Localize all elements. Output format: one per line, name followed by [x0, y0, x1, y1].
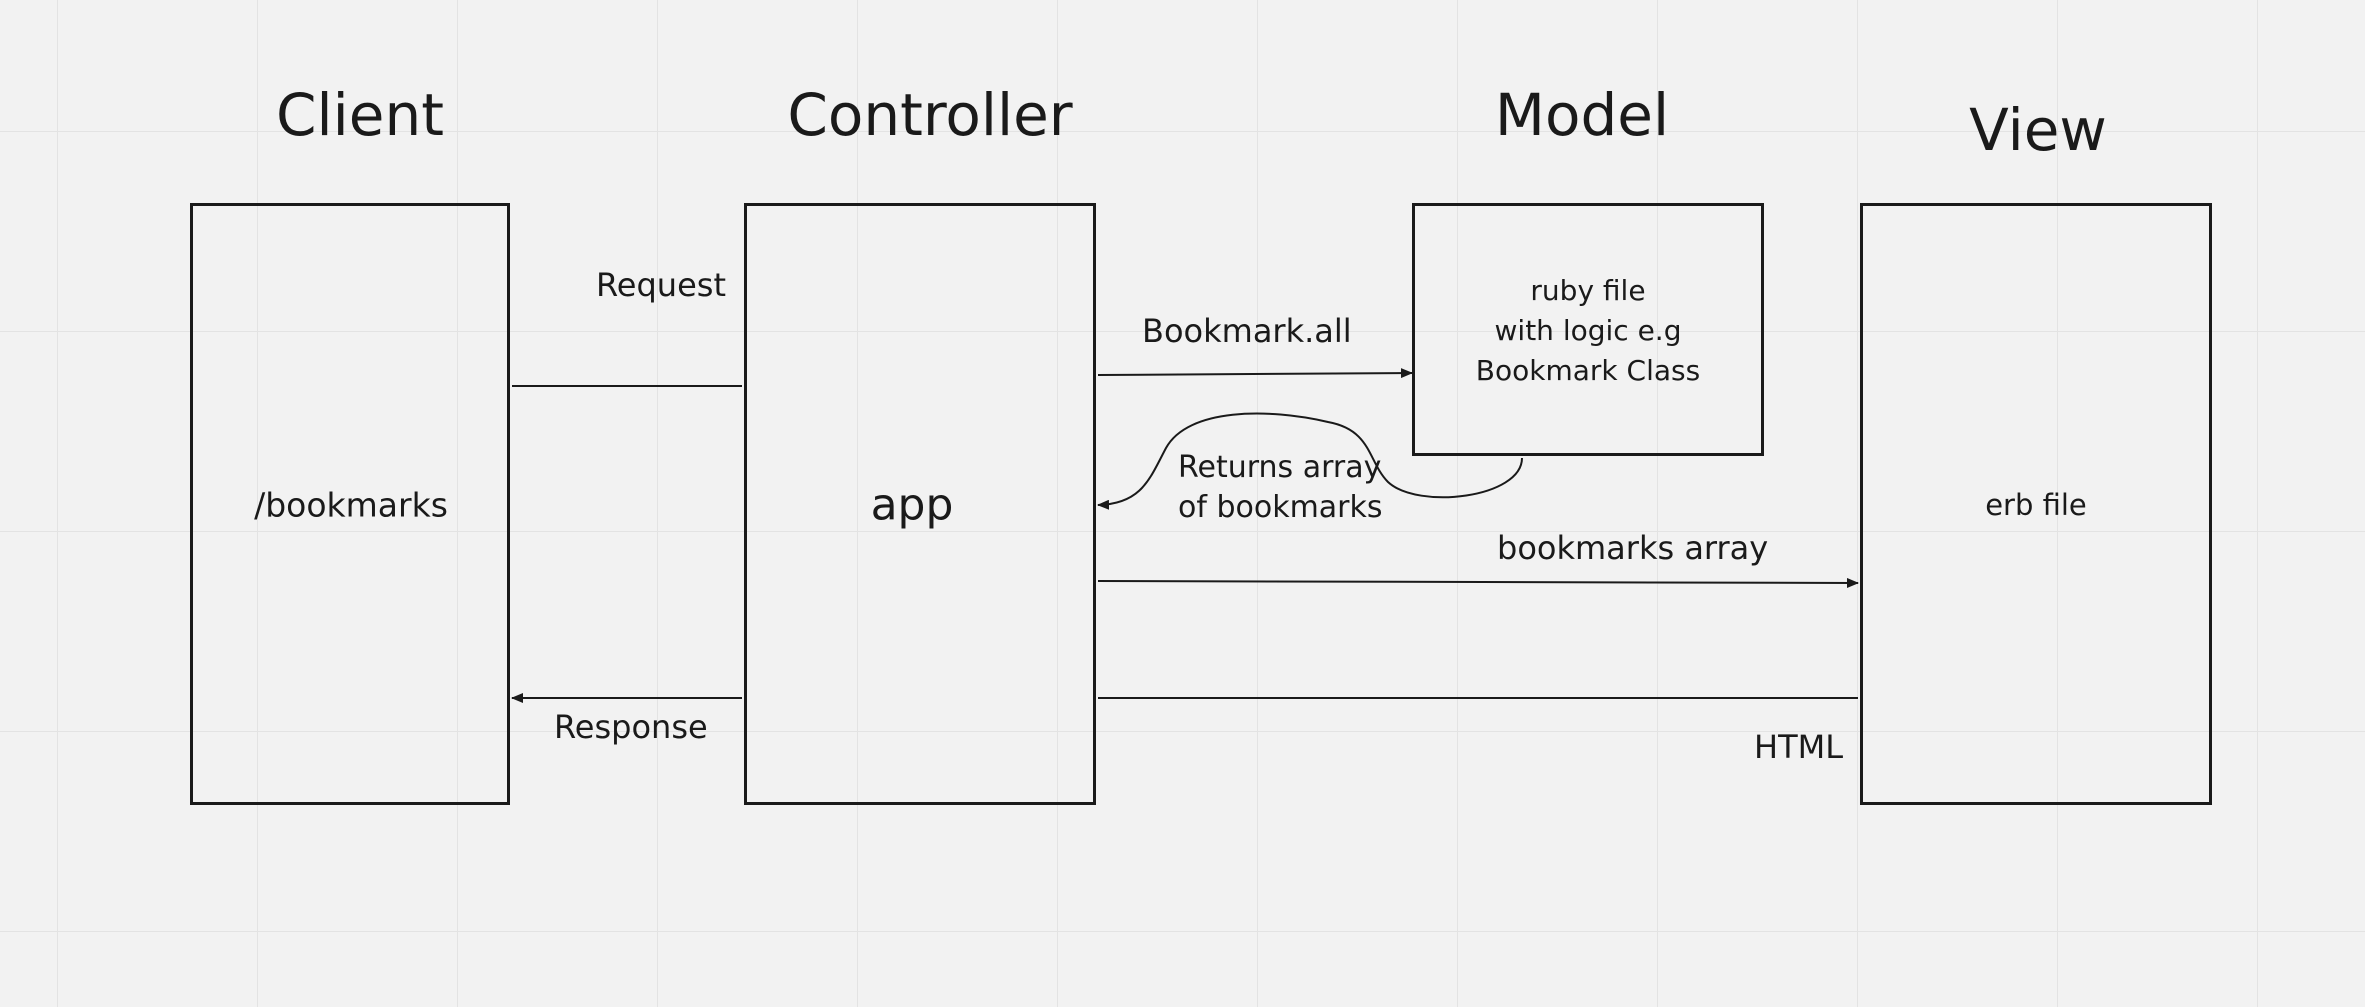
returns-array-line: of bookmarks	[1178, 490, 1383, 525]
client-box	[190, 203, 510, 805]
client-box-text: /bookmarks	[254, 485, 448, 525]
html-label: HTML	[1754, 728, 1844, 766]
bookmark-all-arrow	[1097, 368, 1413, 379]
grid-line	[0, 731, 2365, 732]
model-box-text: ruby file with logic e.g Bookmark Class	[1476, 271, 1700, 391]
grid-line	[0, 131, 2365, 132]
grid-line	[0, 931, 2365, 932]
view-box-text: erb file	[1985, 488, 2087, 522]
controller-box-text: app	[870, 479, 954, 531]
request-label: Request	[596, 266, 726, 304]
model-box-line: with logic e.g	[1494, 314, 1682, 347]
grid-line	[1457, 0, 1458, 1007]
bookmark-all-label: Bookmark.all	[1142, 312, 1352, 350]
grid-line	[57, 0, 58, 1007]
view-box	[1860, 203, 2212, 805]
returns-array-line: Returns array	[1178, 450, 1382, 485]
bookmarks-array-arrow	[1097, 577, 1859, 588]
view-heading: View	[1969, 96, 2107, 164]
response-label: Response	[554, 708, 708, 746]
grid-line	[1657, 0, 1658, 1007]
grid-line	[457, 0, 458, 1007]
returns-array-label: Returns array of bookmarks	[1178, 448, 1383, 528]
returns-array-arrow	[1097, 412, 1523, 510]
grid-line	[1057, 0, 1058, 1007]
grid-line	[0, 531, 2365, 532]
grid-line	[657, 0, 658, 1007]
grid-line	[1857, 0, 1858, 1007]
grid-line	[0, 331, 2365, 332]
controller-box	[744, 203, 1096, 805]
grid-line	[2057, 0, 2058, 1007]
grid-line	[1257, 0, 1258, 1007]
model-box-line: Bookmark Class	[1475, 354, 1701, 387]
model-box	[1412, 203, 1764, 456]
controller-heading: Controller	[787, 81, 1073, 149]
grid-line	[257, 0, 258, 1007]
bookmarks-array-label: bookmarks array	[1497, 529, 1769, 567]
client-heading: Client	[276, 81, 444, 149]
grid-line	[2257, 0, 2258, 1007]
model-box-line: ruby file	[1530, 274, 1646, 307]
model-heading: Model	[1494, 81, 1670, 149]
grid-line	[857, 0, 858, 1007]
